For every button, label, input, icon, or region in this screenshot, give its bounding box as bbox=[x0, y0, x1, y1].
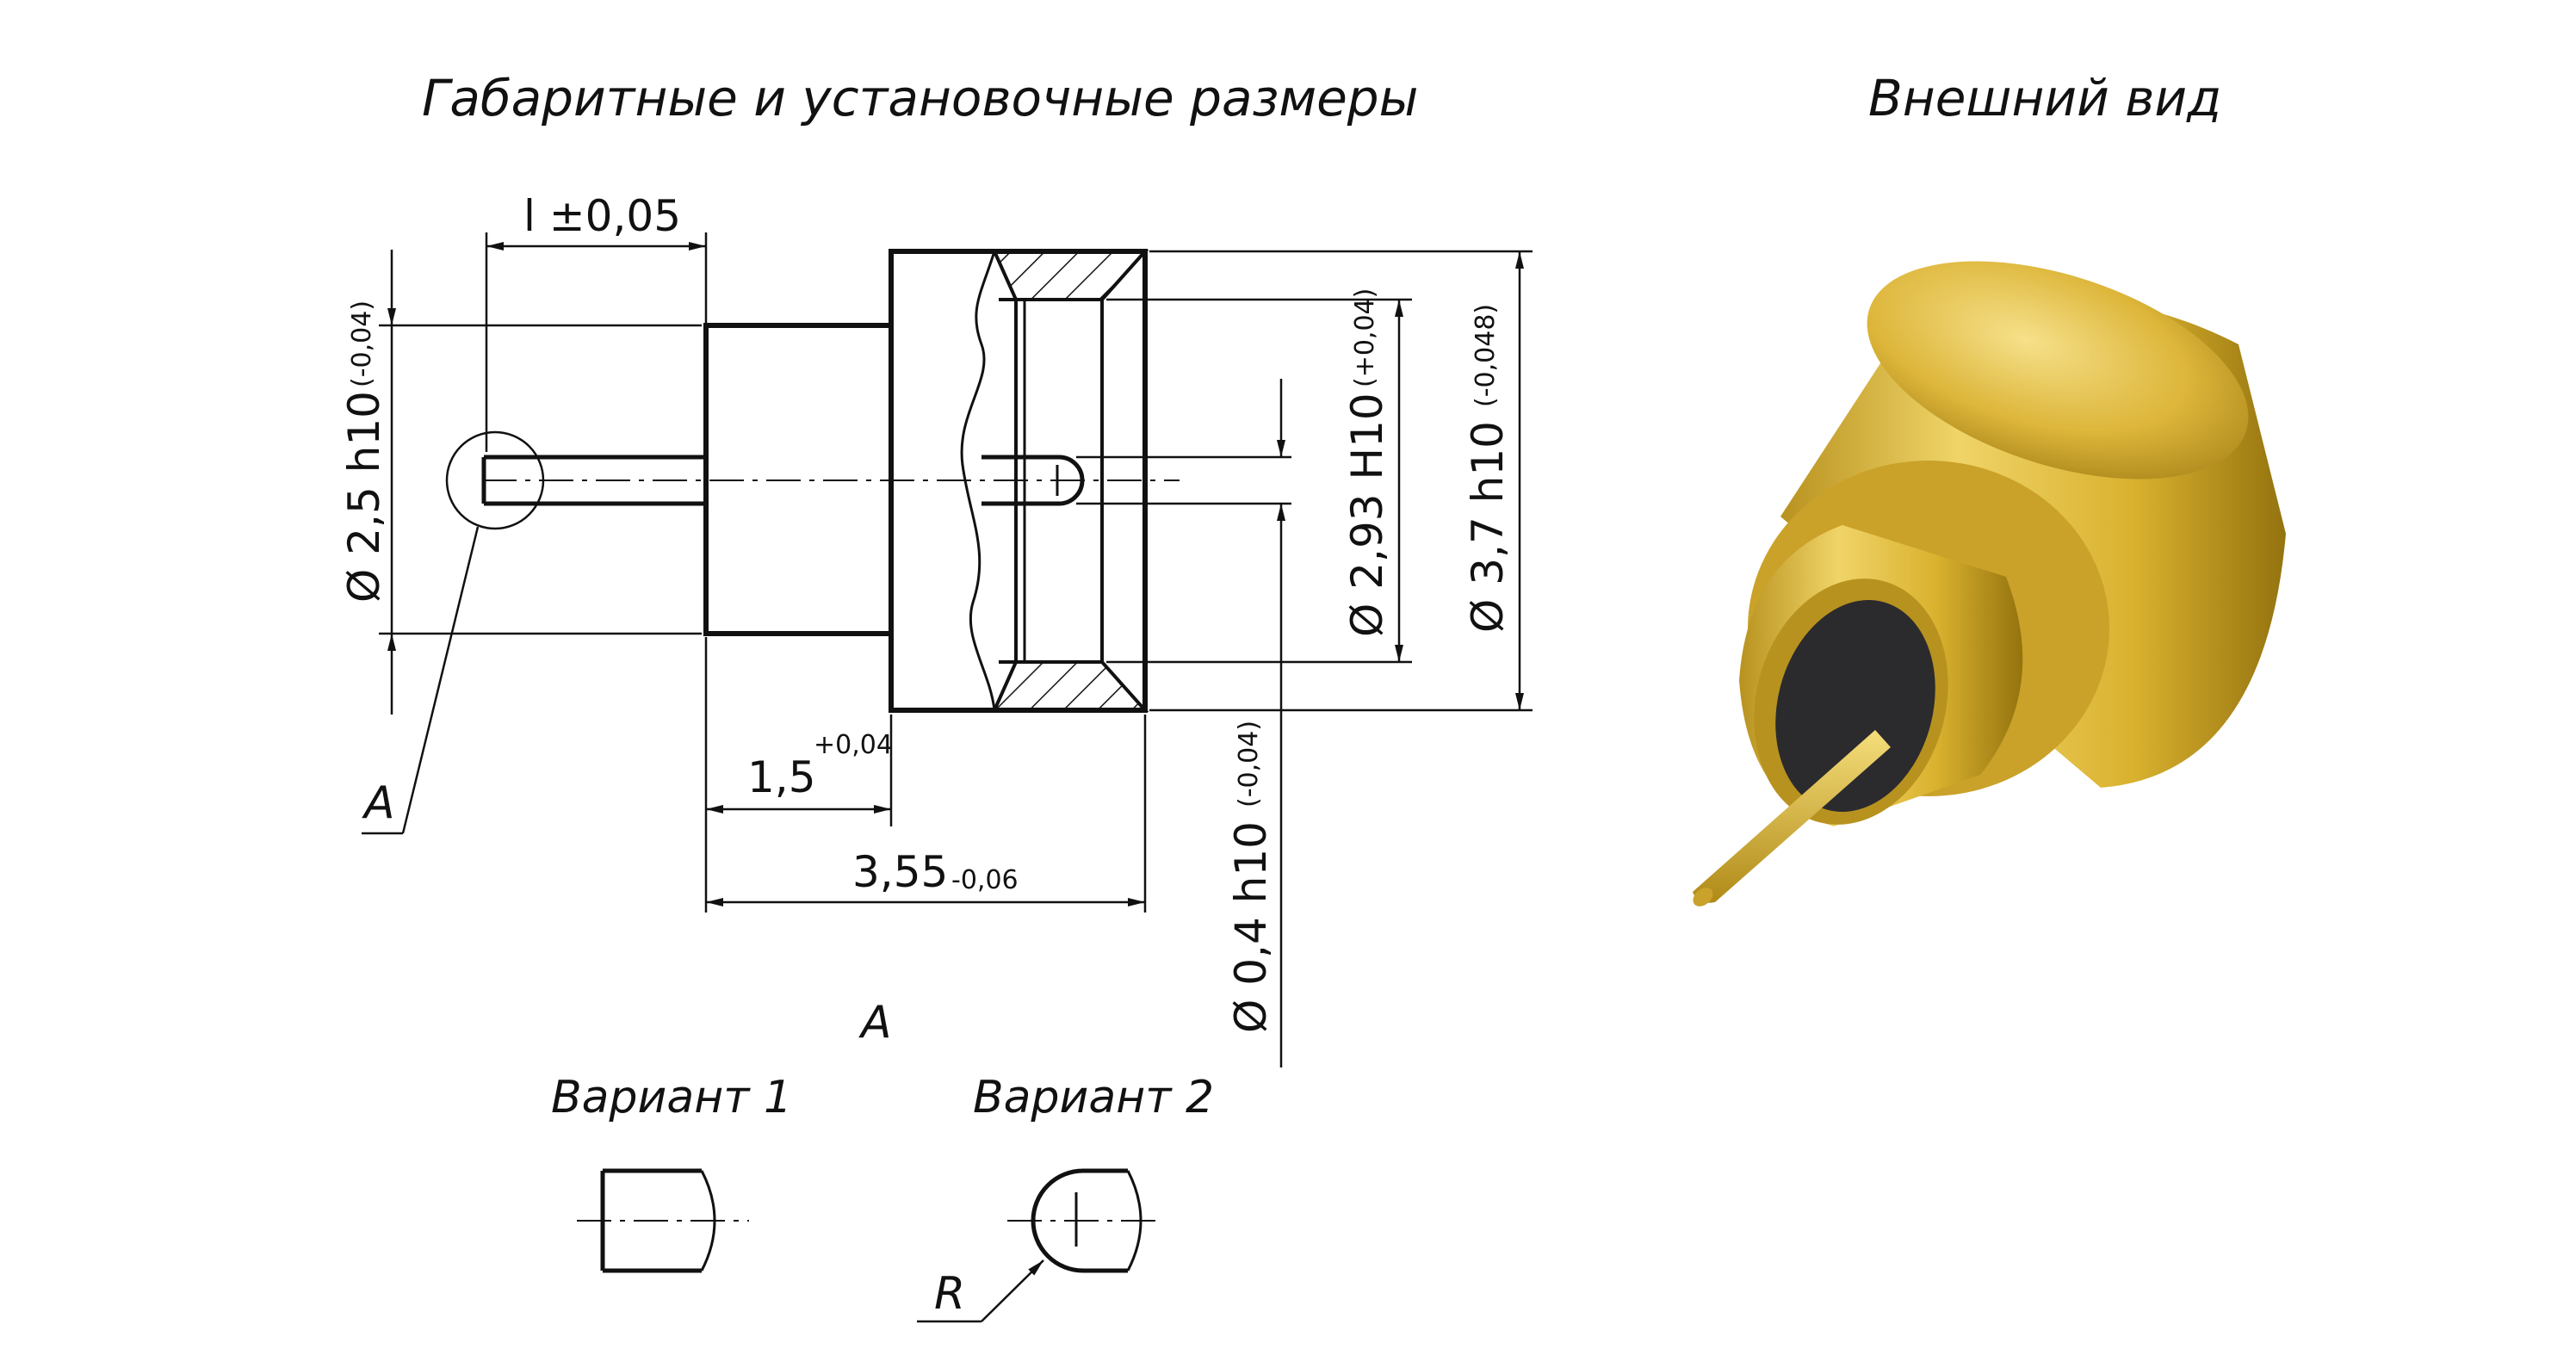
dim-d37-label: Ø 3,7 h10 bbox=[1463, 421, 1513, 633]
dim-d04-label: Ø 0,4 h10 bbox=[1226, 821, 1276, 1033]
radius-label: R bbox=[934, 1268, 965, 1320]
photo-body-top bbox=[1867, 261, 2249, 480]
callout-letter: A bbox=[362, 777, 395, 829]
dim-d25-label: Ø 2,5 h10 bbox=[339, 391, 389, 603]
dim-d293-label: Ø 2,93 H10 bbox=[1342, 393, 1392, 637]
dim-355-label: 3,55 bbox=[852, 847, 948, 897]
upper-wall-hatch bbox=[991, 250, 1149, 301]
drawing-heading: Габаритные и установочные размеры bbox=[422, 69, 1419, 127]
variant1-drawing bbox=[577, 1168, 749, 1273]
dimension-lines bbox=[379, 232, 1533, 1067]
dim-d37-tol: (-0,048) bbox=[1471, 304, 1501, 407]
dim-15-label: 1,5 bbox=[747, 752, 816, 802]
dim-15-tol: +0,04 bbox=[814, 730, 893, 760]
connector-body-section bbox=[362, 249, 1180, 835]
dim-d04-tol: (-0,04) bbox=[1234, 721, 1264, 807]
photo-heading: Внешний вид bbox=[1868, 69, 2222, 127]
lower-wall-hatch bbox=[991, 660, 1149, 712]
photo-pin bbox=[1693, 730, 1891, 903]
connector-photo bbox=[1693, 261, 2286, 906]
photo-insulator bbox=[1775, 600, 1935, 812]
view-a-label: A bbox=[858, 997, 892, 1049]
variant2-label: Вариант 2 bbox=[973, 1072, 1214, 1123]
detail-callout-circle bbox=[445, 430, 545, 530]
dim-l-label: l ±0,05 bbox=[523, 191, 681, 241]
dim-d293-tol: (+0,04) bbox=[1350, 288, 1380, 387]
variant2-drawing bbox=[917, 1168, 1158, 1323]
variant1-label: Вариант 1 bbox=[551, 1072, 792, 1123]
dim-d25-tol: (-0,04) bbox=[347, 300, 377, 387]
dim-355-tol: -0,06 bbox=[951, 865, 1019, 895]
